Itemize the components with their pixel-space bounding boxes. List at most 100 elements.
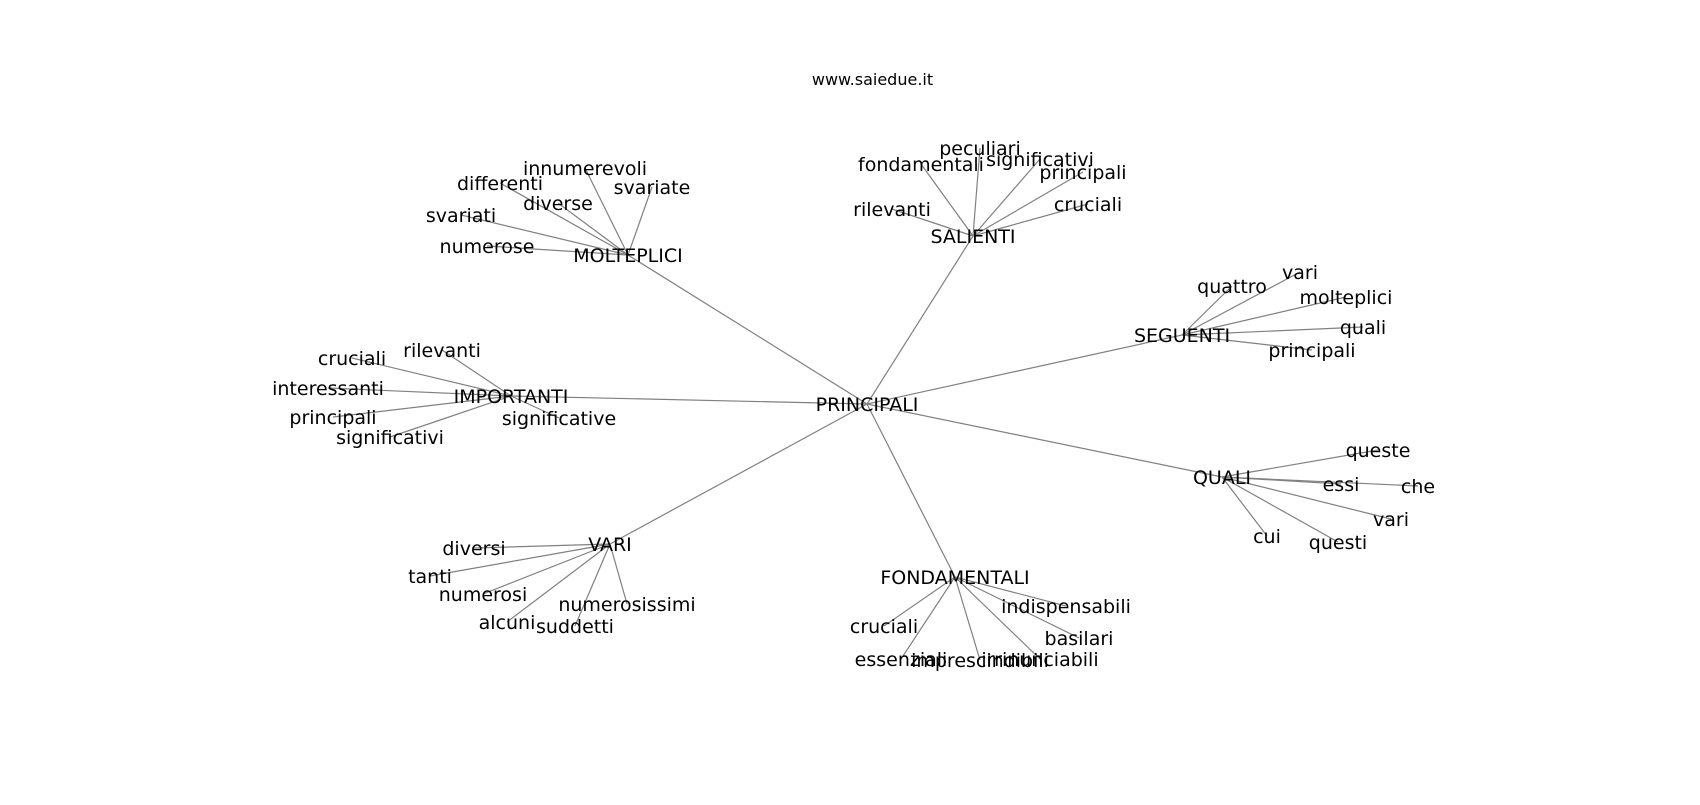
edge-hub-to-leaf — [1221, 476, 1392, 520]
leaf-node-label: principali — [289, 407, 376, 429]
edge-hub-to-leaf — [584, 167, 629, 256]
edge-hub-to-leaf — [1221, 476, 1419, 487]
labels-layer: PRINCIPALI MOLTEPLICI innumerevolidifferen… — [272, 138, 1435, 672]
edge-hub-to-leaf — [574, 543, 611, 627]
hub-node-label: QUALI — [1193, 467, 1251, 489]
leaf-node-label: principali — [1039, 162, 1126, 184]
edge-hub-to-leaf — [954, 576, 1067, 607]
leaf-node-label: molteplici — [1300, 287, 1393, 309]
edge-hub-to-leaf — [954, 576, 1080, 639]
edge-hub-to-leaf — [473, 543, 611, 549]
leaf-node-label: fondamentali — [858, 154, 984, 176]
edge-hub-to-leaf — [441, 349, 512, 397]
leaf-node-label: peculiari — [939, 138, 1021, 160]
edge-hub-to-leaf — [499, 182, 629, 256]
leaf-node-label: interessanti — [272, 378, 384, 400]
leaf-node-label: svariate — [614, 177, 691, 199]
leaf-node-label: numerosissimi — [558, 594, 695, 616]
edge-center-to-hub — [609, 403, 868, 545]
leaf-node-label: rilevanti — [403, 340, 481, 362]
edge-hub-to-leaf — [1181, 296, 1347, 336]
leaf-node-label: questi — [1309, 532, 1367, 554]
hub-node-label: FONDAMENTALI — [880, 567, 1029, 589]
edge-hub-to-leaf — [1221, 449, 1379, 478]
leaf-node-label: innumerevoli — [523, 158, 647, 180]
leaf-node-label: vari — [1282, 262, 1318, 284]
hub-node-label: IMPORTANTI — [454, 386, 569, 408]
edge-hub-to-leaf — [1181, 285, 1233, 336]
edge-hub-to-leaf — [1181, 334, 1313, 351]
leaf-node-label: tanti — [408, 566, 452, 588]
edge-hub-to-leaf — [609, 543, 628, 605]
edge-hub-to-leaf — [891, 208, 974, 237]
site-caption: www.saiedue.it — [811, 70, 934, 89]
edge-hub-to-leaf — [1221, 476, 1268, 537]
leaf-node-label: vari — [1373, 509, 1409, 531]
leaf-node-label: irrinunciabili — [981, 649, 1098, 671]
leaf-node-label: essenziali — [855, 649, 948, 671]
edge-hub-to-leaf — [482, 543, 611, 595]
hub-node-label: SEGUENTI — [1134, 325, 1230, 347]
leaf-node-label: imprescindibili — [911, 650, 1049, 672]
leaf-node-label: significativi — [336, 427, 444, 449]
edge-hub-to-leaf — [389, 395, 512, 438]
leaf-node-label: significative — [502, 408, 616, 430]
edge-hub-to-leaf — [429, 543, 611, 577]
edge-hub-to-leaf — [920, 163, 974, 237]
edge-hub-to-leaf — [1181, 271, 1301, 336]
leaf-node-label: quattro — [1197, 276, 1267, 298]
leaf-node-label: cui — [1253, 526, 1281, 548]
edge-hub-to-leaf — [510, 395, 560, 419]
edge-center-to-hub — [866, 334, 1183, 405]
edge-hub-to-leaf — [972, 171, 1084, 237]
leaf-node-label: suddetti — [536, 616, 614, 638]
edge-center-to-hub — [866, 403, 956, 578]
edge-hub-to-leaf — [351, 357, 512, 397]
leaf-node-label: cruciali — [318, 348, 386, 370]
edge-hub-to-leaf — [460, 214, 629, 256]
edge-hub-to-leaf — [972, 158, 1041, 237]
leaf-node-label: essi — [1323, 474, 1360, 496]
edge-hub-to-leaf — [972, 203, 1089, 237]
edge-hub-to-leaf — [327, 387, 512, 397]
leaf-node-label: quali — [1340, 317, 1386, 339]
leaf-node-label: principali — [1268, 340, 1355, 362]
hub-node-label: SALIENTI — [930, 226, 1015, 248]
leaf-node-label: indispensabili — [1001, 596, 1131, 618]
hub-node-label: MOLTEPLICI — [573, 245, 682, 267]
edge-hub-to-leaf — [627, 186, 653, 256]
edge-hub-to-leaf — [506, 543, 611, 623]
leaf-node-label: significativi — [986, 149, 1094, 171]
leaf-node-label: numerose — [440, 236, 535, 258]
edge-hub-to-leaf — [332, 395, 512, 418]
edge-hub-to-leaf — [1221, 476, 1339, 543]
center-node-label: PRINCIPALI — [816, 394, 919, 416]
edge-hub-to-leaf — [954, 576, 1041, 660]
leaf-node-label: diverse — [523, 193, 593, 215]
edge-hub-to-leaf — [1181, 326, 1364, 336]
leaf-node-label: diversi — [442, 538, 505, 560]
edges-layer — [327, 147, 1419, 661]
leaf-node-label: queste — [1346, 440, 1411, 462]
edge-center-to-hub — [866, 403, 1223, 478]
edge-hub-to-leaf — [557, 202, 629, 256]
leaf-node-label: svariati — [426, 205, 496, 227]
leaf-node-label: cruciali — [1054, 194, 1122, 216]
edge-hub-to-leaf — [972, 147, 981, 237]
edge-center-to-hub — [866, 235, 974, 405]
leaf-node-label: alcuni — [479, 612, 536, 634]
edge-hub-to-leaf — [486, 245, 629, 256]
edge-center-to-hub — [510, 395, 868, 405]
hub-node-label: VARI — [588, 534, 632, 556]
leaf-node-label: differenti — [457, 173, 543, 195]
leaf-node-label: che — [1401, 476, 1435, 498]
leaf-node-label: basilari — [1045, 628, 1114, 650]
edge-hub-to-leaf — [900, 576, 956, 660]
leaf-node-label: cruciali — [850, 616, 918, 638]
leaf-node-label: rilevanti — [853, 199, 931, 221]
edge-hub-to-leaf — [883, 576, 956, 627]
leaf-node-label: numerosi — [439, 584, 527, 606]
edge-hub-to-leaf — [954, 576, 981, 661]
